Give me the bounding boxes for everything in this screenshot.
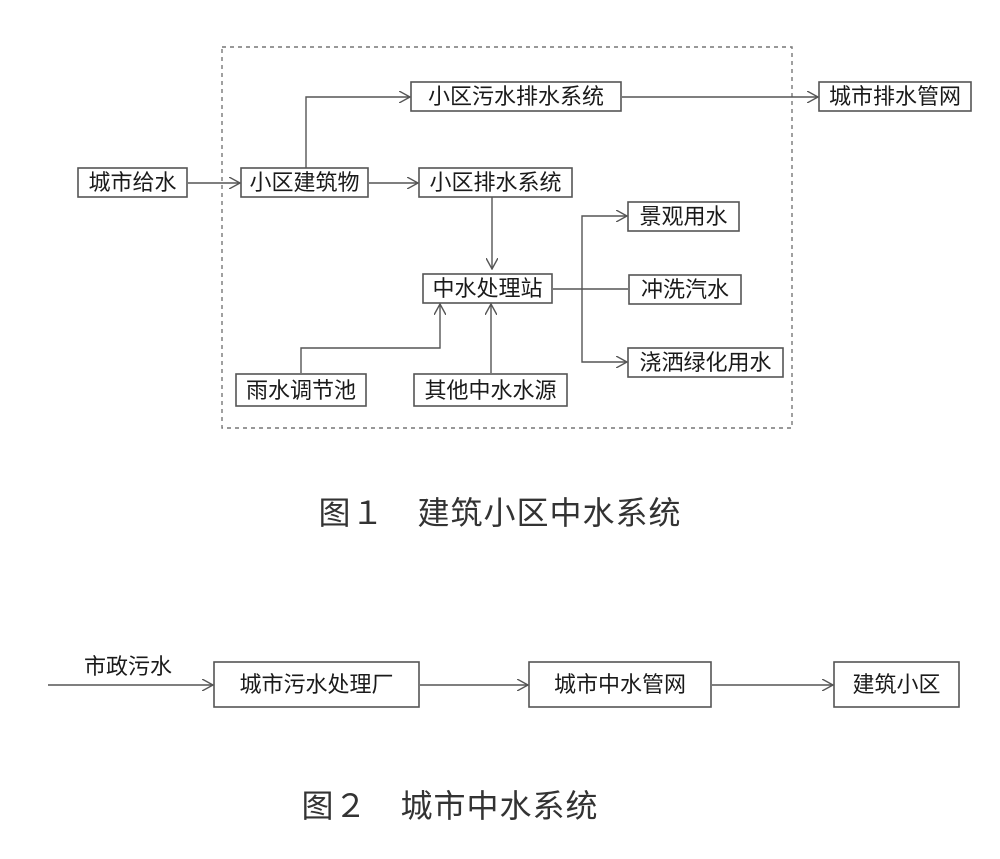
box-city-supply: 城市给水	[77, 167, 188, 198]
box-reclaimed-station: 中水处理站	[422, 273, 553, 304]
figure-2-caption: 图２ 城市中水系统	[301, 787, 598, 825]
box-district-buildings: 小区建筑物	[240, 167, 369, 198]
box-label: 中水处理站	[432, 277, 542, 302]
box-city-drainage: 城市排水管网	[818, 81, 972, 112]
figure-1-caption: 图１ 建筑小区中水系统	[318, 494, 681, 532]
box-rain-pool: 雨水调节池	[235, 373, 367, 407]
figure-2: 市政污水 城市污水处理厂 城市中水管网 建筑小区 图２ 城市中水系统	[48, 655, 960, 825]
box-sewage-system: 小区污水排水系统	[410, 81, 622, 112]
box-irrigation: 浇洒绿化用水	[627, 347, 784, 378]
box-label: 小区排水系统	[429, 171, 561, 196]
figure-1: 城市给水 小区建筑物 小区污水排水系统 城市排水管网 小区排水系统 景观用水 中…	[77, 46, 972, 532]
box-reclaimed-network: 城市中水管网	[528, 661, 712, 708]
input-label: 市政污水	[84, 655, 172, 680]
box-label: 城市中水管网	[554, 673, 686, 698]
box-label: 城市排水管网	[829, 85, 961, 110]
arrow-to-landscape	[581, 216, 627, 289]
box-label: 小区污水排水系统	[428, 85, 604, 110]
box-landscape-water: 景观用水	[627, 201, 740, 232]
box-district-drainage: 小区排水系统	[418, 167, 573, 198]
box-label: 冲洗汽水	[641, 278, 729, 303]
box-treatment-plant: 城市污水处理厂	[213, 661, 420, 708]
box-label: 建筑小区	[852, 673, 940, 698]
arrow-buildings-to-sewage	[305, 97, 410, 170]
box-label: 浇洒绿化用水	[639, 351, 771, 376]
district-boundary-dashed	[221, 46, 793, 429]
box-label: 城市给水	[88, 171, 176, 196]
box-building-district: 建筑小区	[833, 661, 960, 708]
arrow-rain-to-station	[300, 304, 440, 373]
box-other-sources: 其他中水水源	[413, 373, 568, 407]
box-label: 其他中水水源	[424, 379, 556, 404]
arrow-to-irrigation	[581, 289, 627, 362]
box-label: 景观用水	[639, 205, 727, 230]
box-label: 城市污水处理厂	[239, 673, 393, 698]
box-label: 小区建筑物	[249, 171, 359, 196]
box-wash-car: 冲洗汽水	[628, 274, 742, 305]
box-label: 雨水调节池	[246, 379, 356, 404]
